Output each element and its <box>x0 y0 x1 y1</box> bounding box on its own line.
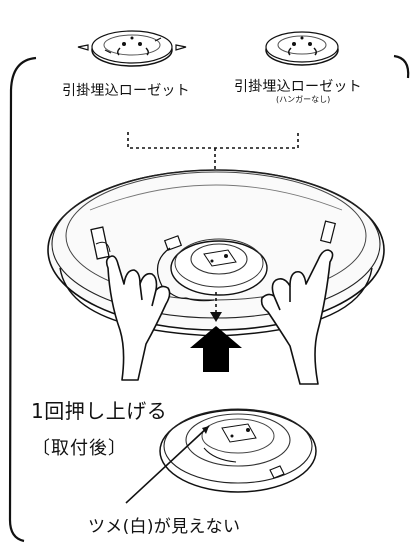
claw-pointer-line <box>125 425 210 504</box>
push-once-instruction: 1回押し上げる <box>31 399 168 423</box>
hook-rosette-alt-note: (ハンガーなし) <box>276 95 331 104</box>
hook-rosette-alt-label: 引掛埋込ローゼット <box>234 79 362 95</box>
hook-rosette-no-hanger-icon <box>265 31 339 66</box>
installed-adapter-icon <box>159 408 317 493</box>
dotted-down-arrow <box>210 292 222 322</box>
hand-icon <box>105 249 334 385</box>
after-install-heading: 〔取付後〕 <box>32 438 127 459</box>
up-arrow-icon <box>190 326 242 372</box>
hook-rosette-icon <box>77 30 187 67</box>
claw-not-visible-note: ツメ(白)が見えない <box>88 517 241 537</box>
frame-left-bracket <box>8 56 37 543</box>
hook-rosette-label: 引掛埋込ローゼット <box>62 83 190 99</box>
frame-right-bracket <box>393 54 410 79</box>
